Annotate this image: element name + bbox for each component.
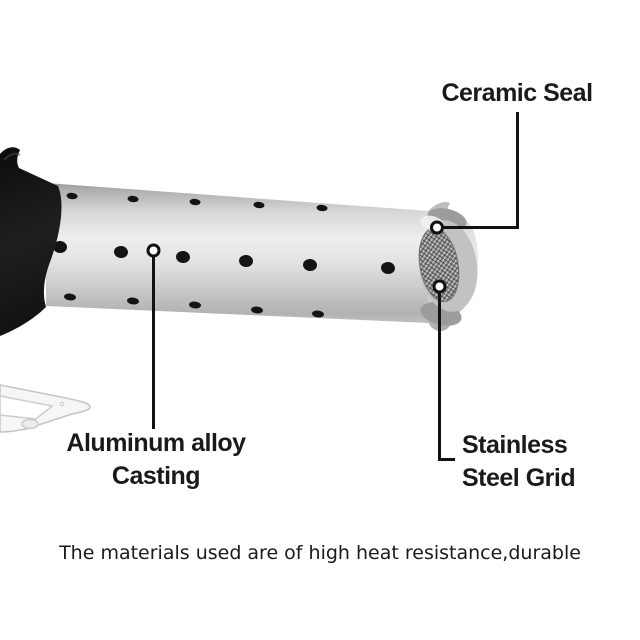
aluminum-casting-marker: [146, 243, 161, 258]
ceramic-seal-marker: [430, 220, 444, 235]
aluminum-casting-label: Aluminum alloy Casting: [66, 427, 246, 493]
vent-hole: [303, 258, 317, 272]
stainless-grid-callout-line: [438, 293, 455, 461]
vent-hole: [189, 301, 201, 309]
vent-hole: [312, 310, 324, 318]
stand-screw-hole: [59, 401, 65, 407]
vent-hole: [64, 293, 76, 301]
aluminum-casting-label-line2: Casting: [111, 462, 201, 490]
vent-hole: [381, 261, 395, 275]
callout-lines: [152, 112, 519, 461]
callout-markers: [146, 220, 447, 294]
aluminum-casting-label-line1: Aluminum alloy: [66, 429, 246, 457]
vent-hole: [189, 198, 201, 206]
caption: The materials used are of high heat resi…: [59, 542, 581, 564]
vent-hole: [53, 240, 67, 254]
aluminum-tube: [46, 183, 429, 323]
vent-hole: [127, 195, 139, 203]
handle-collar: [0, 147, 62, 336]
vent-hole: [239, 254, 253, 268]
vent-holes: [53, 192, 395, 318]
stainless-grid-label-line2: Steel Grid: [462, 464, 576, 492]
vent-hole: [251, 306, 263, 314]
ceramic-seal-label: Ceramic Seal: [441, 77, 593, 110]
vent-hole: [253, 201, 265, 209]
vent-hole: [66, 192, 78, 200]
stand-foot: [21, 418, 39, 430]
vent-hole: [176, 250, 190, 264]
stand-base: [0, 384, 91, 433]
stainless-grid-label: Stainless Steel Grid: [462, 429, 576, 495]
vent-hole: [127, 297, 139, 305]
nozzle-end-cap: [418, 202, 479, 332]
ceramic-seal-callout-line: [444, 112, 519, 229]
stainless-grid-marker: [432, 279, 447, 294]
stand-frame-cutout: [0, 395, 54, 420]
handle-highlight: [3, 152, 21, 161]
vent-hole: [114, 245, 128, 259]
stainless-grid-label-line1: Stainless: [462, 431, 568, 459]
ceramic-seal-label-text: Ceramic Seal: [441, 79, 593, 107]
vent-hole: [316, 204, 328, 212]
